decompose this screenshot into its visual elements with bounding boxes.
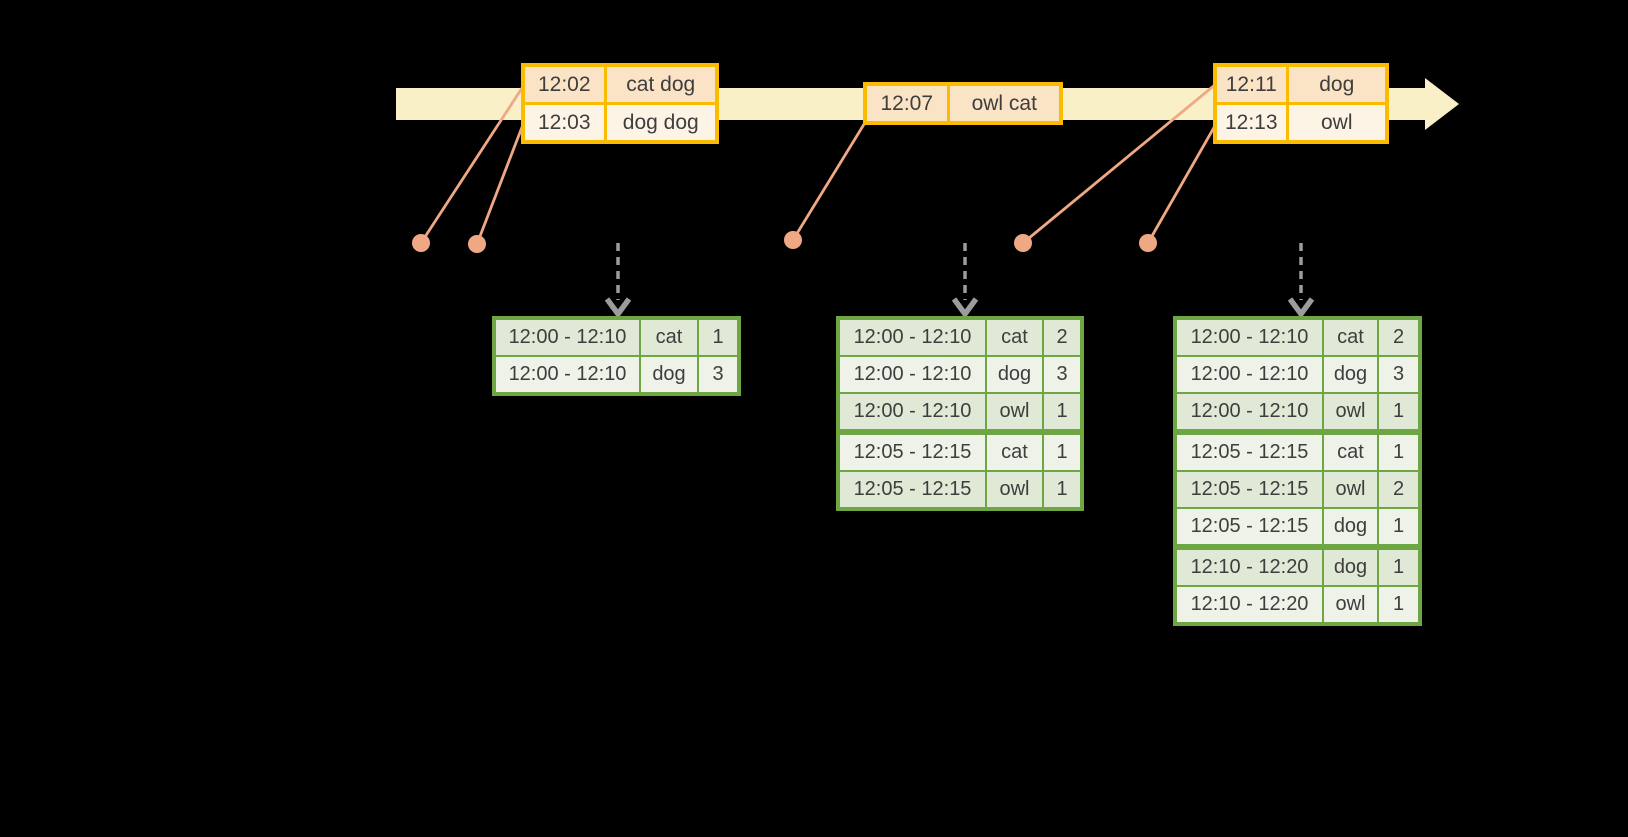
table-row: 12:00 - 12:10 cat 2 [1174,317,1421,357]
count-cell: 1 [1377,585,1421,625]
table-row: 12:00 - 12:10 dog 3 [493,355,740,395]
event-time-cell: 12:13 [1213,102,1289,144]
table-row: 12:02 cat dog [521,63,719,105]
window-cell: 12:00 - 12:10 [837,392,987,433]
window-cell: 12:00 - 12:10 [1174,317,1324,357]
count-cell: 3 [697,355,740,395]
count-cell: 3 [1042,355,1083,394]
table-row: 12:05 - 12:15 cat 1 [1174,429,1421,472]
connector-line [791,120,868,241]
result-table-3: 12:00 - 12:10 cat 2 12:00 - 12:10 dog 3 … [1173,316,1422,626]
event-table-2: 12:07 owl cat [863,82,1063,125]
event-table-1: 12:02 cat dog 12:03 dog dog [521,63,719,144]
timeline-arrowhead-icon [1425,78,1459,130]
count-cell: 1 [1042,392,1083,433]
event-dot-icon [1139,234,1157,252]
word-cell: dog [1322,355,1379,394]
table-row: 12:00 - 12:10 cat 2 [837,317,1083,357]
table-row: 12:05 - 12:15 dog 1 [1174,507,1421,548]
count-cell: 2 [1042,317,1083,357]
table-row: 12:10 - 12:20 owl 1 [1174,585,1421,625]
count-cell: 1 [1377,507,1421,548]
count-cell: 1 [1042,429,1083,472]
event-dot-icon [412,234,430,252]
event-words-cell: dog [1285,63,1389,105]
event-time-cell: 12:03 [521,102,607,144]
count-cell: 1 [1377,429,1421,472]
connector-line [419,84,526,244]
event-words-cell: dog dog [603,102,719,144]
window-cell: 12:00 - 12:10 [837,317,987,357]
table-row: 12:00 - 12:10 owl 1 [1174,392,1421,433]
event-table-3: 12:11 dog 12:13 owl [1213,63,1389,144]
table-row: 12:00 - 12:10 dog 3 [1174,355,1421,394]
word-cell: owl [1322,392,1379,433]
count-cell: 1 [1377,544,1421,587]
window-cell: 12:05 - 12:15 [1174,470,1324,509]
word-cell: owl [1322,470,1379,509]
table-row: 12:00 - 12:10 owl 1 [837,392,1083,433]
count-cell: 1 [1377,392,1421,433]
table-row: 12:05 - 12:15 owl 2 [1174,470,1421,509]
table-row: 12:10 - 12:20 dog 1 [1174,544,1421,587]
count-cell: 1 [697,317,740,357]
connector-line [475,121,526,245]
event-dot-icon [784,231,802,249]
connector-lines [419,82,1218,245]
connector-line [1146,123,1218,244]
table-row: 12:00 - 12:10 dog 3 [837,355,1083,394]
window-cell: 12:05 - 12:15 [1174,507,1324,548]
table-row: 12:07 owl cat [863,82,1063,125]
window-cell: 12:05 - 12:15 [1174,429,1324,472]
event-time-cell: 12:07 [863,82,950,125]
window-cell: 12:00 - 12:10 [493,317,641,357]
word-cell: dog [985,355,1044,394]
word-cell: cat [985,317,1044,357]
down-chevron-icon [604,297,632,319]
word-cell: cat [639,317,699,357]
event-dots [412,231,1157,253]
word-cell: owl [1322,585,1379,625]
table-row: 12:00 - 12:10 cat 1 [493,317,740,357]
window-cell: 12:10 - 12:20 [1174,544,1324,587]
down-chevron-icon [951,297,979,319]
event-dot-icon [468,235,486,253]
word-cell: cat [985,429,1044,472]
table-row: 12:13 owl [1213,102,1389,144]
word-cell: dog [1322,507,1379,548]
event-words-cell: owl cat [946,82,1063,125]
table-row: 12:05 - 12:15 cat 1 [837,429,1083,472]
event-dot-icon [1014,234,1032,252]
event-words-cell: owl [1285,102,1389,144]
table-row: 12:03 dog dog [521,102,719,144]
word-cell: cat [1322,317,1379,357]
count-cell: 3 [1377,355,1421,394]
table-row: 12:11 dog [1213,63,1389,105]
table-row: 12:05 - 12:15 owl 1 [837,470,1083,510]
word-cell: cat [1322,429,1379,472]
window-cell: 12:00 - 12:10 [837,355,987,394]
connector-line [1022,82,1217,245]
window-cell: 12:05 - 12:15 [837,470,987,510]
event-time-cell: 12:02 [521,63,607,105]
event-time-cell: 12:11 [1213,63,1289,105]
window-cell: 12:05 - 12:15 [837,429,987,472]
window-cell: 12:00 - 12:10 [493,355,641,395]
count-cell: 2 [1377,317,1421,357]
result-table-1: 12:00 - 12:10 cat 1 12:00 - 12:10 dog 3 [492,316,741,396]
count-cell: 2 [1377,470,1421,509]
word-cell: owl [985,470,1044,510]
count-cell: 1 [1042,470,1083,510]
dashed-arrows [604,243,1315,319]
window-cell: 12:00 - 12:10 [1174,392,1324,433]
window-cell: 12:10 - 12:20 [1174,585,1324,625]
down-chevron-icon [1287,297,1315,319]
word-cell: dog [1322,544,1379,587]
word-cell: dog [639,355,699,395]
result-table-2: 12:00 - 12:10 cat 2 12:00 - 12:10 dog 3 … [836,316,1084,511]
event-words-cell: cat dog [603,63,719,105]
window-cell: 12:00 - 12:10 [1174,355,1324,394]
word-cell: owl [985,392,1044,433]
